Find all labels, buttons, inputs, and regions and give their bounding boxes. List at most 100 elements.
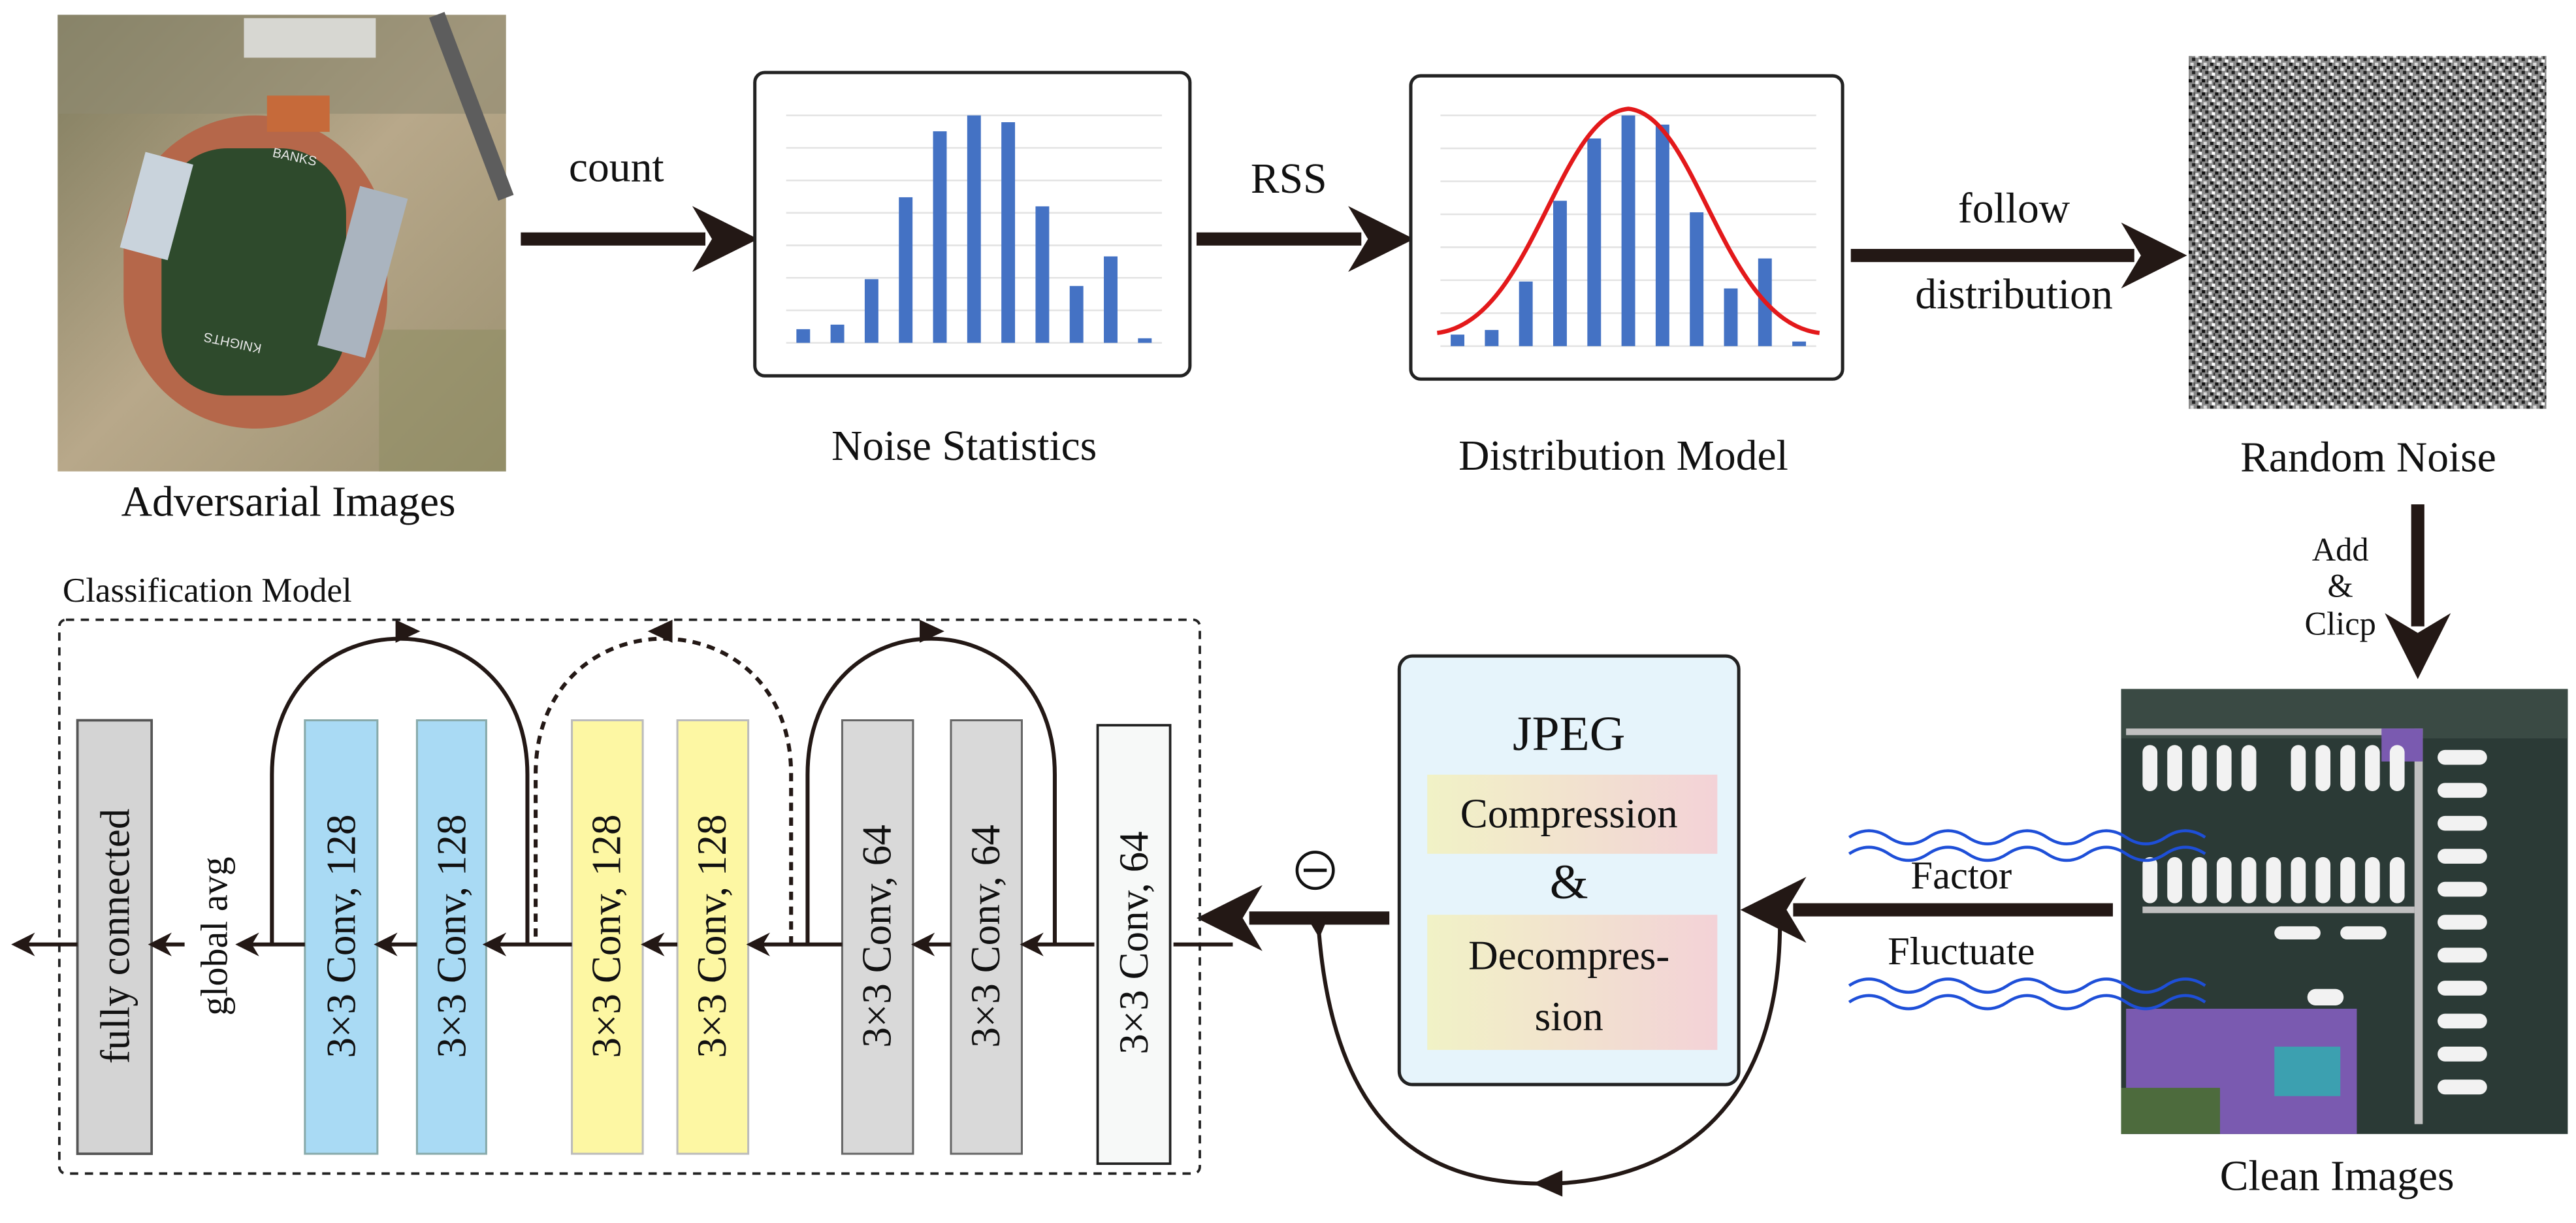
compression-box xyxy=(1427,774,1718,854)
skip-arc-2-head xyxy=(647,619,673,643)
histogram-bar xyxy=(933,131,947,343)
boat xyxy=(2438,849,2487,864)
conv128-label-1: 3×3 Conv, 128 xyxy=(318,814,364,1058)
noise-statistics-label: Noise Statistics xyxy=(831,423,1097,470)
boat xyxy=(2365,856,2380,904)
histogram-bar xyxy=(1587,138,1602,346)
histogram-bar xyxy=(830,324,845,343)
rss-label: RSS xyxy=(1251,155,1327,203)
boat xyxy=(2315,856,2331,904)
count-label: count xyxy=(569,144,664,191)
boat xyxy=(2274,926,2321,940)
building-rooftop xyxy=(244,18,376,58)
conv64-block-1: 3×3 Conv, 64 xyxy=(841,719,914,1155)
histogram-bar xyxy=(1035,206,1050,343)
histogram-bar xyxy=(1724,288,1738,346)
histogram-bar xyxy=(1001,122,1016,343)
global-avg-label: global avg xyxy=(193,856,236,1015)
conv128-block-1: 3×3 Conv, 128 xyxy=(304,719,379,1155)
minus-symbol: ⊖ xyxy=(0,0,2,1)
histogram-bar xyxy=(1621,115,1635,346)
conv128-label-2: 3×3 Conv, 128 xyxy=(428,814,474,1058)
boat xyxy=(2340,745,2355,791)
fc-block: fully connected xyxy=(76,719,153,1155)
conv64-label-2: 3×3 Conv, 64 xyxy=(963,824,1008,1048)
histogram-bar xyxy=(967,115,981,343)
boat xyxy=(2291,856,2306,904)
skip-arc-1 xyxy=(805,636,1057,945)
distribution-model-label: Distribution Model xyxy=(1458,432,1788,480)
boat xyxy=(2167,745,2182,791)
clean-images-label: Clean Images xyxy=(2220,1153,2455,1200)
boat xyxy=(2438,815,2487,831)
boat xyxy=(2315,745,2331,791)
random-noise-image xyxy=(2189,56,2547,409)
histogram-bar xyxy=(1069,285,1084,343)
histogram-bar xyxy=(1138,338,1152,343)
classification-model-title: Classification Model xyxy=(63,572,352,610)
skip-arc-1-head xyxy=(920,619,944,643)
conv64-block-2: 3×3 Conv, 64 xyxy=(950,719,1023,1155)
boat xyxy=(2438,947,2487,963)
jpeg-amp: & xyxy=(1550,855,1588,909)
boat xyxy=(2438,881,2487,897)
boat xyxy=(2291,745,2306,791)
decompression-label-line1: Decompres- xyxy=(1468,932,1669,978)
boat xyxy=(2438,981,2487,996)
adversarial-images-label: Adversarial Images xyxy=(121,479,456,526)
adversarial-image: BANKS KNIGHTS xyxy=(57,12,514,472)
factor-label: Factor xyxy=(1910,854,2012,898)
histogram-bar xyxy=(1519,281,1533,346)
histogram-bar xyxy=(1104,256,1118,343)
boat xyxy=(2438,1079,2487,1095)
follow-label: follow xyxy=(1958,186,2070,233)
skip-arc-3-head xyxy=(395,619,421,643)
classification-model-box xyxy=(57,618,1201,1175)
boat xyxy=(2438,1013,2487,1029)
fluctuate-label: Fluctuate xyxy=(1888,930,2035,973)
boat xyxy=(2340,856,2355,904)
water-waves xyxy=(1848,829,2206,1011)
conv64-label-3: 3×3 Conv, 64 xyxy=(1111,831,1157,1054)
boat xyxy=(2389,856,2405,904)
distribution-model-bars xyxy=(1451,115,1807,346)
histogram-bar xyxy=(1553,201,1567,346)
boat xyxy=(2142,745,2158,791)
noise-statistics-bars xyxy=(796,115,1152,343)
boat xyxy=(2340,926,2387,940)
boat xyxy=(2438,749,2487,765)
decompression-box xyxy=(1427,915,1718,1051)
conv128-block-2: 3×3 Conv, 128 xyxy=(415,719,487,1155)
conv128-label-4: 3×3 Conv, 128 xyxy=(689,814,735,1058)
amp-label: & xyxy=(2328,567,2353,604)
boat xyxy=(2389,745,2405,791)
conv64-block-3: 3×3 Conv, 64 xyxy=(1096,724,1172,1166)
boat xyxy=(2365,745,2380,791)
conv128-block-3: 3×3 Conv, 128 xyxy=(571,719,644,1155)
boat xyxy=(2241,745,2257,791)
football-field xyxy=(161,148,346,396)
random-noise-label: Random Noise xyxy=(2240,434,2496,481)
histogram-bar xyxy=(899,197,913,343)
feedback-arrowhead xyxy=(1532,1170,1563,1197)
boat xyxy=(2241,856,2257,904)
boat xyxy=(2142,856,2158,904)
histogram-bar xyxy=(796,329,811,343)
boat xyxy=(2167,856,2182,904)
fully-connected-label: fully connected xyxy=(93,809,138,1064)
boat xyxy=(2438,915,2487,930)
histogram-bar xyxy=(1792,341,1807,346)
histogram-bar xyxy=(864,279,878,343)
conv64-label-1: 3×3 Conv, 64 xyxy=(854,824,899,1048)
skip-arc-2 xyxy=(534,636,794,945)
conv128-label-3: 3×3 Conv, 128 xyxy=(584,814,630,1058)
conv128-block-4: 3×3 Conv, 128 xyxy=(676,719,750,1155)
boat xyxy=(2307,988,2344,1005)
decompression-label-line2: sion xyxy=(1535,994,1603,1039)
clean-image xyxy=(2121,689,2568,1134)
boat xyxy=(2216,856,2232,904)
jpeg-title: JPEG xyxy=(1513,707,1625,761)
boat xyxy=(2438,1047,2487,1062)
boat xyxy=(2266,856,2281,904)
